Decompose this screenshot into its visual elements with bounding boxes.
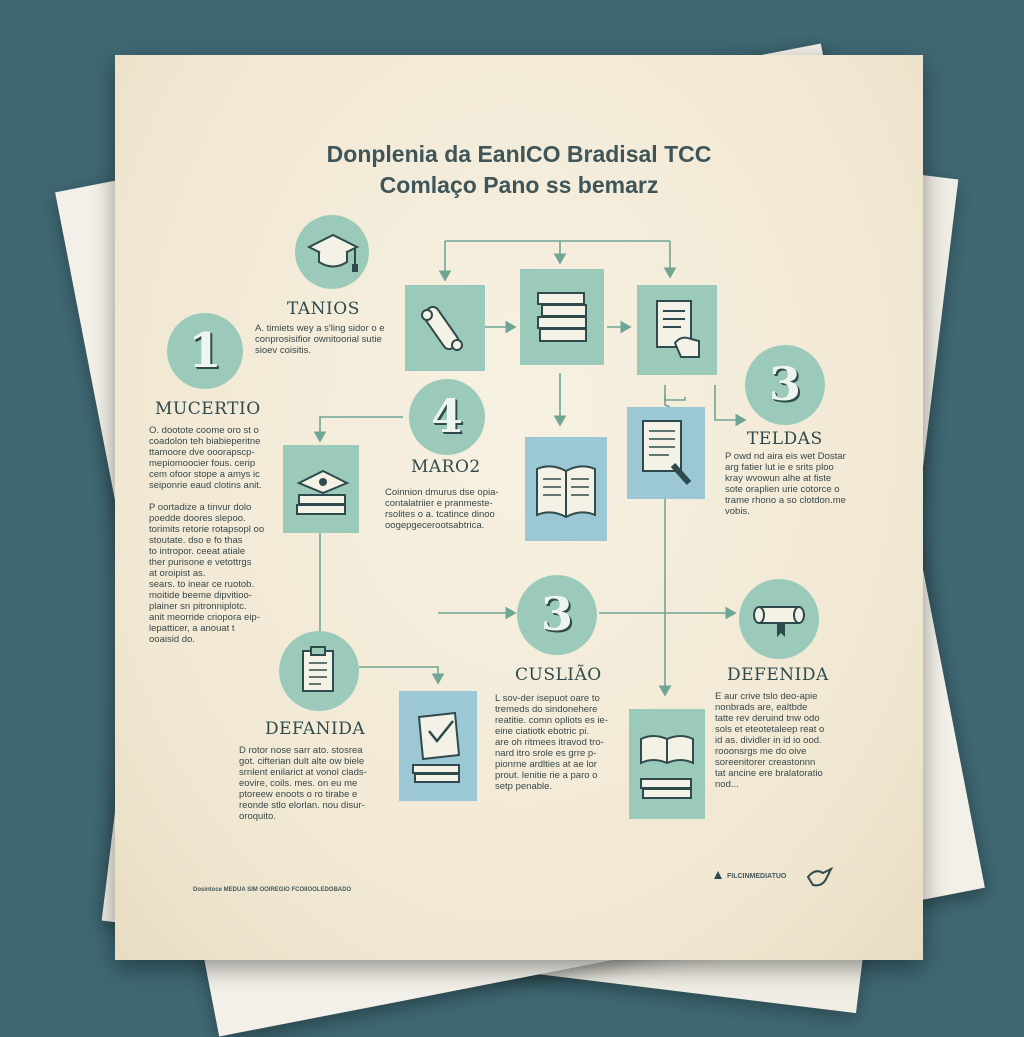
clipboard-icon <box>302 646 334 692</box>
node-document-review <box>637 285 717 375</box>
step-number-1: 1 <box>188 323 222 379</box>
connector <box>359 666 445 685</box>
node-step-3-middle: 3 <box>517 575 597 655</box>
step-text-maro2: Coinnion dmurus dse opia- contalatriier … <box>385 487 499 531</box>
node-book-award <box>283 445 359 533</box>
node-book-stack <box>520 269 604 365</box>
step-number-3: 3 <box>768 357 801 411</box>
connector <box>313 416 403 443</box>
page-title: Donplenia da EanICO Bradisal TCC <box>326 141 712 167</box>
node-step-3-top: 3 <box>745 345 825 425</box>
footer-credits: Dosintoce MEDUA SIM OOIREGIO FCOIIOOLEDO… <box>193 887 352 893</box>
step-text-cusliao: L sov-der isepuot oare to tremeds do sin… <box>495 693 608 792</box>
connector <box>664 385 686 401</box>
step-number-3b: 3 <box>540 587 573 641</box>
step-heading-cusliao: CUSLIÃO <box>515 665 602 685</box>
book-award-icon <box>296 469 350 515</box>
open-book-icon <box>536 465 596 519</box>
node-graduation <box>295 215 369 289</box>
node-scroll <box>739 579 819 659</box>
node-open-book <box>525 437 607 541</box>
document-hand-icon <box>656 300 700 358</box>
step-heading-defanida: DEFANIDA <box>265 719 366 739</box>
document-pen-icon <box>642 420 692 485</box>
bird-logo-icon <box>806 866 834 887</box>
step-heading-maro2: MARO2 <box>411 457 481 477</box>
poster-paper: Donplenia da EanICO Bradisal TCC Comlaço… <box>115 55 923 960</box>
book-stack-open-icon <box>640 735 694 799</box>
step-heading-teldas: TELDAS <box>747 429 823 449</box>
step-text-tanios: A. timiets wey a s'ling sidor o e conpro… <box>255 323 385 356</box>
node-diploma <box>405 285 485 371</box>
step-text-defanida: D rotor nose sarr ato. stosrea got. cift… <box>239 745 367 822</box>
step-heading-mucertio: MUCERTIO <box>155 399 261 419</box>
node-book-stack-open <box>629 709 705 819</box>
page-subtitle: Comlaço Pano ss bemarz <box>379 172 659 198</box>
footer-brand: FILCINMEDIATUO <box>727 873 787 880</box>
connector <box>714 385 747 427</box>
node-step-1: 1 <box>167 313 243 389</box>
node-clipboard <box>279 631 359 711</box>
scroll-icon <box>753 606 805 637</box>
step-text-teldas: P owd nd aira eis wet Dostar arg fatier … <box>725 451 846 517</box>
node-document-pen <box>627 407 705 499</box>
diploma-scroll-icon <box>421 305 463 351</box>
checked-paper-icon <box>412 711 461 783</box>
step-heading-tanios: TANIOS <box>287 299 360 319</box>
step-heading-defenida: DEFENIDA <box>727 665 829 685</box>
step-text-mucertio: O. dootote coome oro st o coadolon teh b… <box>149 425 265 645</box>
node-step-4: 4 <box>409 379 485 455</box>
step-text-defenida: E aur crive tslo deo-apie nonbrads are, … <box>715 691 825 790</box>
graduation-cap-icon <box>306 233 360 272</box>
step-number-4: 4 <box>430 389 463 443</box>
node-checked-paper <box>399 691 477 801</box>
book-stack-icon <box>537 292 587 342</box>
triangle-logo-icon <box>714 871 722 879</box>
flow-connectors <box>313 240 747 697</box>
